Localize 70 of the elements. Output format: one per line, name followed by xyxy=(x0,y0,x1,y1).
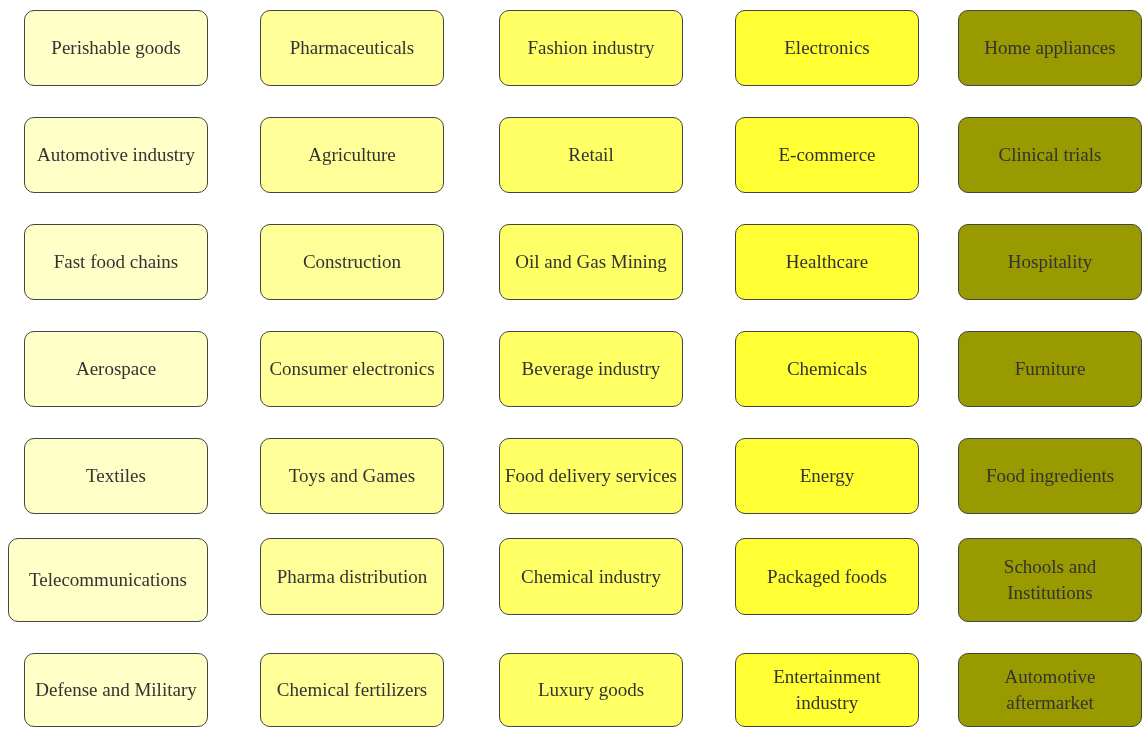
industry-box xyxy=(8,538,208,622)
industry-label: Fashion industry xyxy=(527,36,655,61)
industry-label: Oil and Gas Mining xyxy=(515,250,667,275)
industry-label: Food delivery services xyxy=(505,464,677,489)
industry-label: Pharma distribution xyxy=(276,564,428,589)
industry-box xyxy=(24,10,208,86)
industry-box xyxy=(24,438,208,514)
industry-box xyxy=(735,538,919,615)
industry-box xyxy=(499,117,683,193)
industry-label: Construction xyxy=(302,250,402,275)
industry-box xyxy=(260,438,444,514)
industry-box xyxy=(735,224,919,300)
industry-box xyxy=(24,117,208,193)
industry-box xyxy=(499,331,683,407)
industry-label: Automotive aftermarket xyxy=(1003,665,1097,715)
industry-box xyxy=(958,10,1142,86)
industry-label: Toys and Games xyxy=(288,464,416,489)
industry-box xyxy=(499,224,683,300)
industry-label: Entertainment industry xyxy=(772,665,882,715)
industry-box xyxy=(499,10,683,86)
industry-label: Hospitality xyxy=(1007,250,1093,275)
industry-label: Defense and Military xyxy=(35,678,197,703)
industry-label: Luxury goods xyxy=(537,678,645,703)
industry-box xyxy=(499,438,683,514)
industry-box xyxy=(735,10,919,86)
industry-label: Energy xyxy=(799,464,855,489)
industry-box xyxy=(735,438,919,514)
industry-box xyxy=(260,117,444,193)
industry-label: Chemical fertilizers xyxy=(276,678,428,703)
industry-label: Healthcare xyxy=(785,250,869,275)
industry-box xyxy=(499,538,683,615)
industry-box xyxy=(958,224,1142,300)
industry-box xyxy=(735,117,919,193)
industry-box xyxy=(24,331,208,407)
industry-box xyxy=(260,538,444,615)
industry-box xyxy=(24,224,208,300)
industry-label: Home appliances xyxy=(984,36,1116,61)
industry-label: Aerospace xyxy=(75,357,157,382)
industry-box xyxy=(260,10,444,86)
industry-label: Schools and Institutions xyxy=(1002,555,1098,605)
industry-box xyxy=(499,653,683,727)
industry-box xyxy=(958,538,1142,622)
industry-label: Consumer electronics xyxy=(269,357,435,382)
industry-label: Beverage industry xyxy=(521,357,661,382)
industry-label: Agriculture xyxy=(308,143,396,168)
industry-label: E-commerce xyxy=(778,143,876,168)
industry-label: Electronics xyxy=(784,36,870,61)
industry-label: Automotive industry xyxy=(37,143,195,168)
industry-box xyxy=(735,653,919,727)
industry-label: Clinical trials xyxy=(998,143,1102,168)
industry-label: Textiles xyxy=(86,464,146,489)
industry-label: Food ingredients xyxy=(985,464,1115,489)
industry-label: Perishable goods xyxy=(51,36,181,61)
industry-box xyxy=(24,653,208,727)
industry-box xyxy=(260,331,444,407)
industry-label: Pharmaceuticals xyxy=(289,36,415,61)
industry-label: Furniture xyxy=(1014,357,1086,382)
industry-box xyxy=(958,438,1142,514)
industry-box xyxy=(260,653,444,727)
industry-label: Chemicals xyxy=(786,357,868,382)
industry-box xyxy=(958,117,1142,193)
industry-label: Retail xyxy=(568,143,614,168)
industry-label: Telecommunications xyxy=(29,568,187,593)
industry-label: Fast food chains xyxy=(53,250,179,275)
industry-label: Chemical industry xyxy=(521,564,661,589)
industry-box xyxy=(958,331,1142,407)
industry-box xyxy=(958,653,1142,727)
industry-label: Packaged foods xyxy=(767,564,887,589)
industry-box xyxy=(735,331,919,407)
industry-box xyxy=(260,224,444,300)
